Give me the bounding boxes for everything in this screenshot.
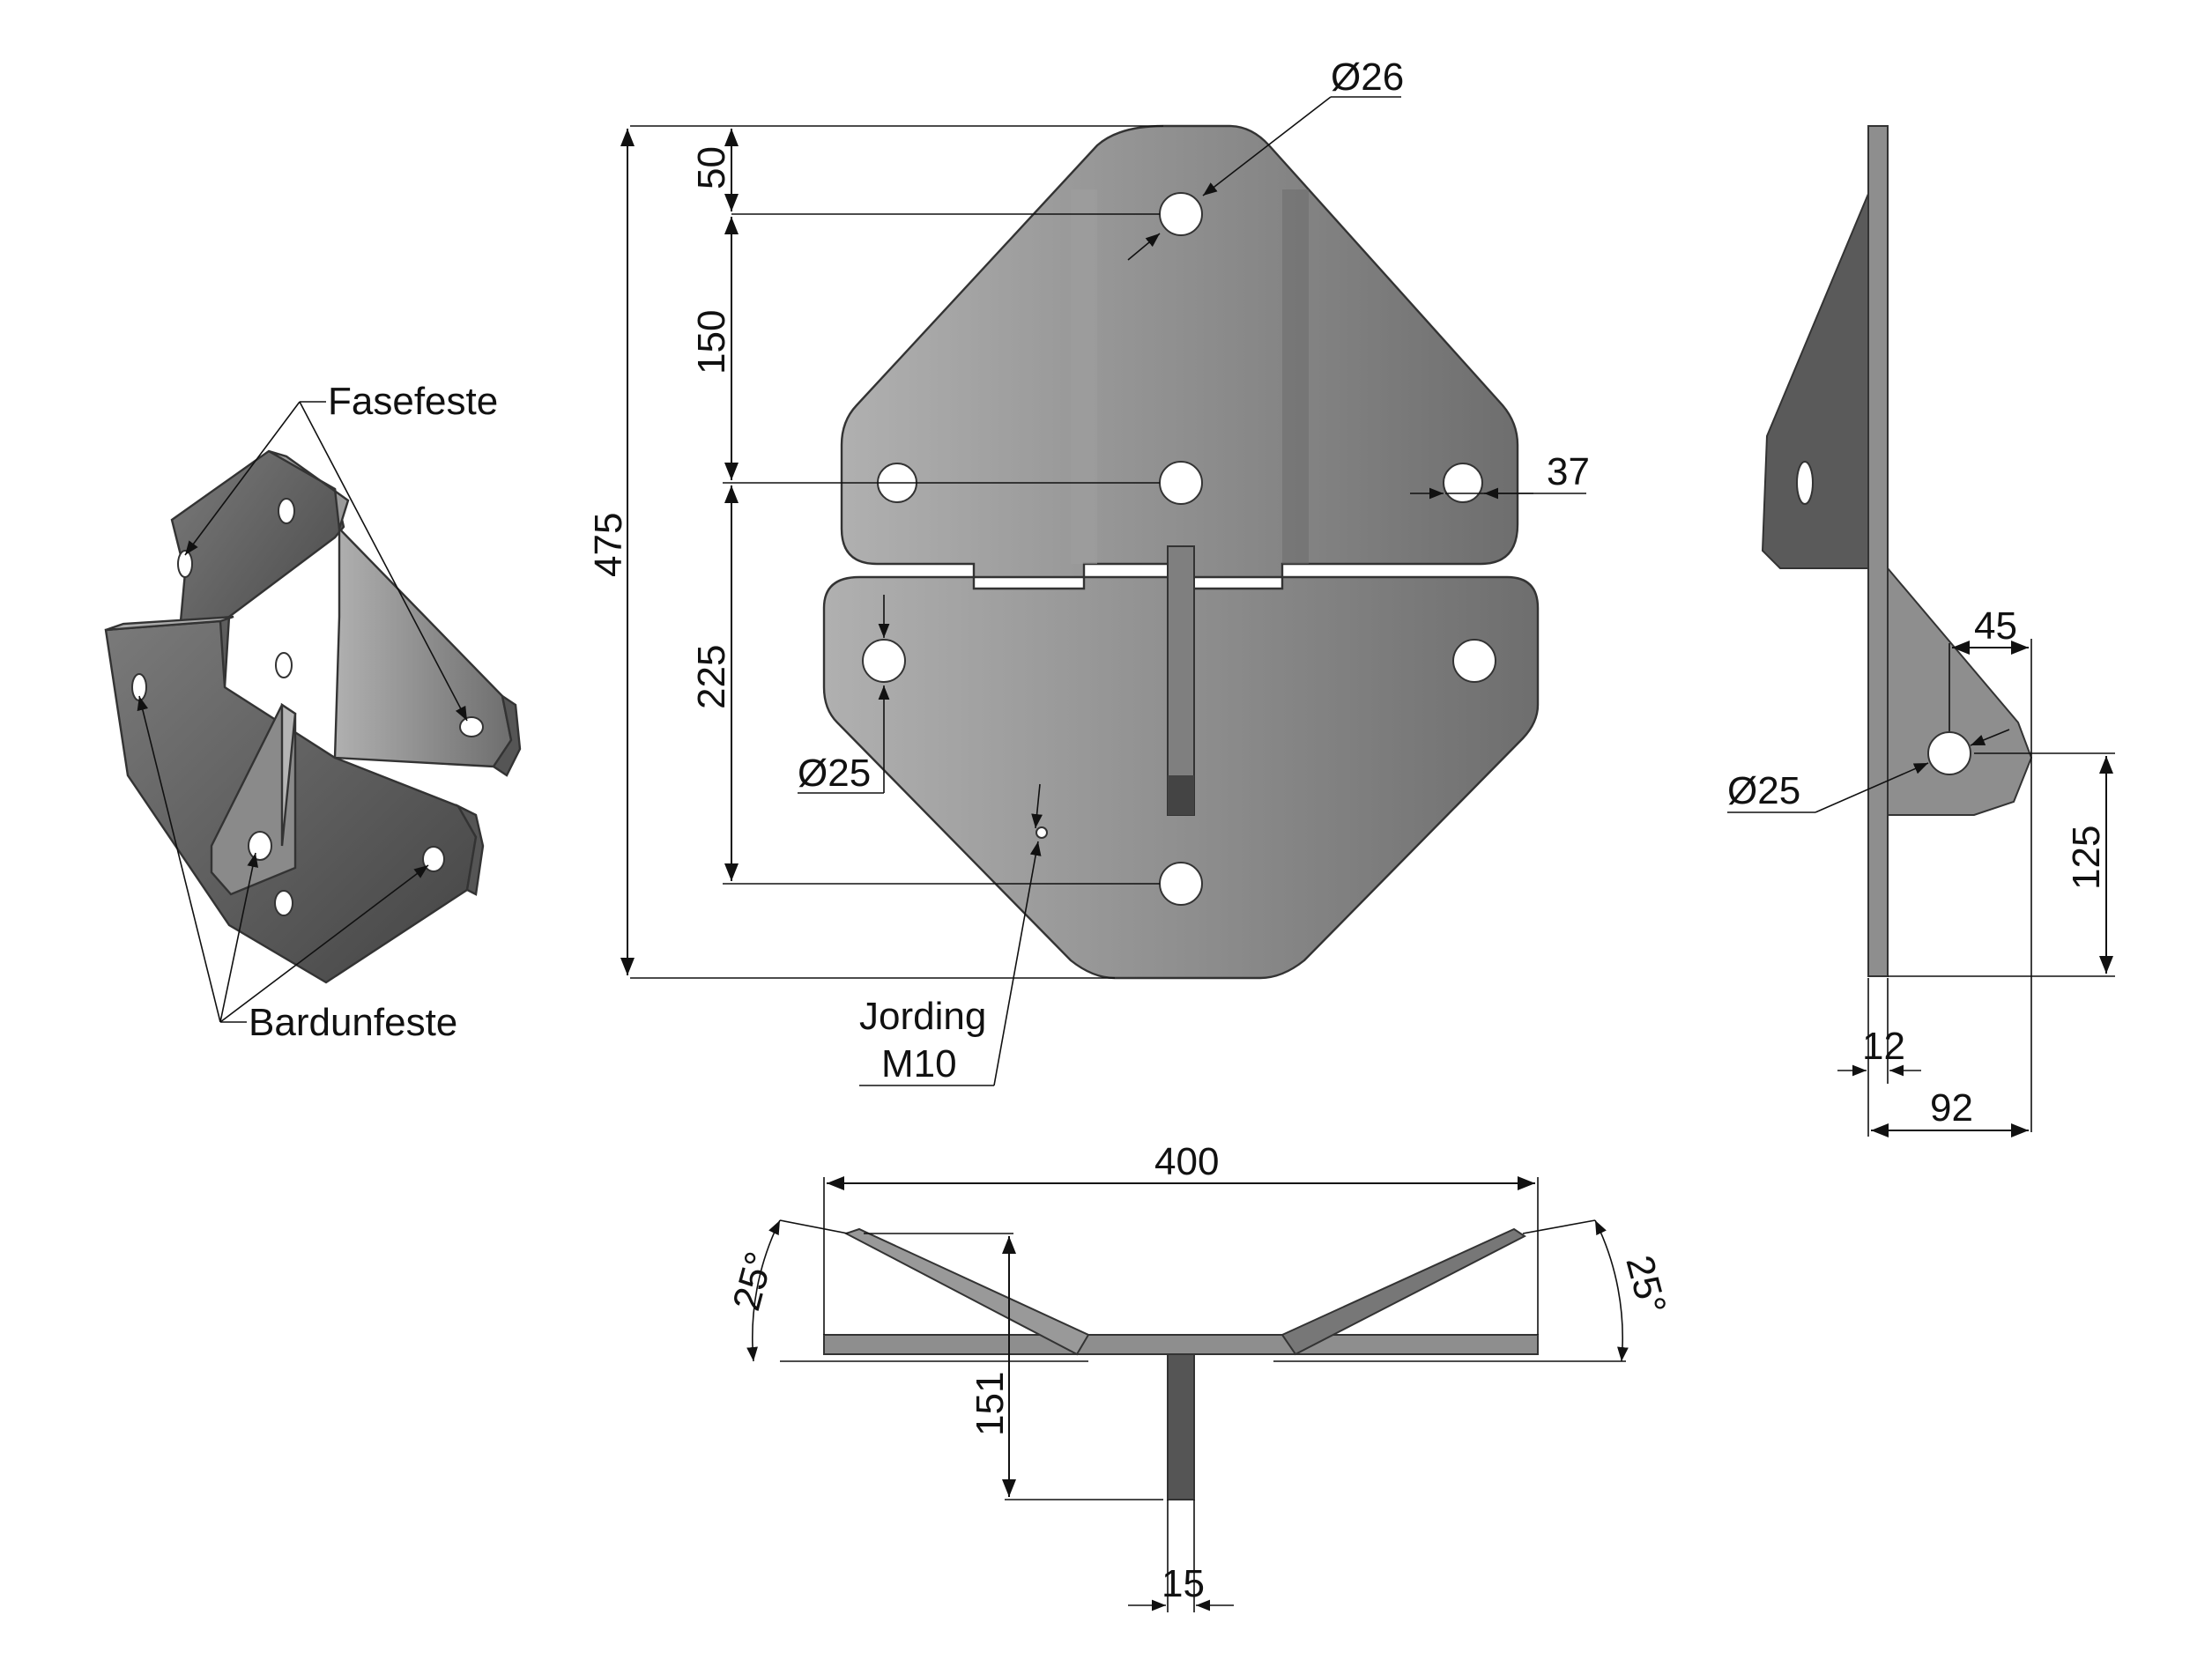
dim-150: 150 (690, 310, 733, 374)
dim-45: 45 (1974, 604, 2017, 648)
jording-label: Jording (859, 995, 986, 1038)
dim-15: 15 (1162, 1562, 1205, 1605)
iso-hole (248, 831, 272, 861)
dim-12: 12 (1862, 1025, 1905, 1068)
iso-hole (274, 890, 293, 916)
dim-angle-right: 25° (1617, 1251, 1674, 1319)
side-hole (1927, 731, 1971, 775)
dim-37: 37 (1547, 450, 1590, 493)
lower-right-hole (1452, 639, 1496, 683)
dim-angle-left: 25° (724, 1248, 782, 1315)
dim-92: 92 (1930, 1086, 1973, 1130)
dim-125: 125 (2065, 826, 2108, 890)
bardunfeste-label: Bardunfeste (249, 1001, 457, 1044)
dim-400: 400 (1154, 1140, 1219, 1183)
front-view: 475 50 150 225 Ø26 37 Ø25 Jording M10 (587, 56, 1590, 1086)
bottom-hole (1159, 862, 1203, 906)
bottom-view: 400 25° 25° 151 15 (724, 1140, 1674, 1612)
jording-size: M10 (881, 1042, 957, 1085)
right-hole (1443, 463, 1483, 503)
fasefeste-label: Fasefeste (328, 380, 498, 423)
isometric-view: Fasefeste Bardunfeste (104, 380, 522, 1044)
center-hole (1159, 461, 1203, 505)
dim-151: 151 (969, 1372, 1012, 1436)
dim-225: 225 (690, 645, 733, 709)
grounding-hole (1035, 826, 1048, 839)
iso-hole (459, 716, 484, 737)
dim-side-hole-25: Ø25 (1727, 769, 1800, 812)
iso-hole (275, 652, 293, 678)
side-view: 45 125 Ø25 12 92 (1727, 125, 2115, 1137)
dim-475: 475 (587, 513, 630, 577)
dim-50: 50 (690, 146, 733, 189)
side-plate (1867, 125, 1889, 977)
iso-hole (278, 498, 295, 524)
lower-left-hole (862, 639, 906, 683)
dim-hole-25: Ø25 (798, 752, 871, 795)
dim-hole-26: Ø26 (1331, 56, 1404, 99)
top-hole (1159, 192, 1203, 236)
